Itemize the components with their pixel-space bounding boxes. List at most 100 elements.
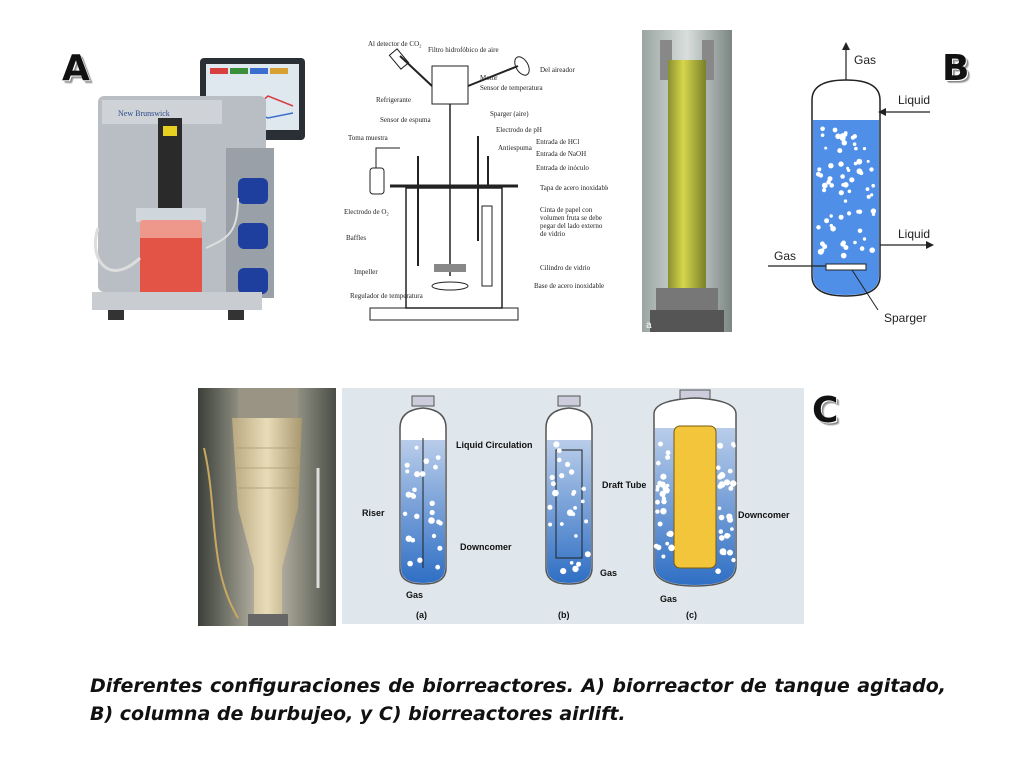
bubble	[730, 527, 734, 531]
bubble	[829, 183, 834, 188]
bubble	[655, 487, 660, 492]
bubble	[407, 560, 413, 567]
bubble-column-photo: a	[642, 30, 732, 332]
bubble	[655, 509, 660, 514]
bubble	[871, 212, 876, 216]
label-temp-regulator: Regulador de temperatura	[350, 292, 424, 300]
label-motor: Motor	[480, 74, 498, 82]
bubble	[412, 487, 417, 493]
bubble	[827, 176, 833, 182]
label-co2: Al detector de CO₂	[368, 40, 422, 48]
liquid-out-label: Liquid	[898, 227, 930, 241]
bubble	[665, 450, 671, 456]
bubble	[847, 189, 852, 194]
bubble	[839, 133, 846, 140]
bubble	[818, 173, 824, 178]
bubble	[715, 568, 721, 574]
airlift-gas-c: Gas	[660, 594, 677, 604]
bubble	[665, 454, 671, 460]
bubble	[840, 252, 847, 259]
bubble	[559, 473, 565, 479]
bubble	[660, 473, 667, 480]
bubble	[870, 193, 874, 197]
airlift-label-a: (a)	[416, 610, 427, 620]
airlift-liquid-circulation: Liquid Circulation	[456, 440, 533, 450]
bubble	[849, 177, 855, 183]
bubble	[871, 183, 875, 188]
bubble	[438, 520, 443, 526]
bubble	[717, 506, 722, 511]
bubble	[856, 209, 860, 214]
label-hcl: Entrada de HCl	[536, 138, 580, 146]
bubble	[423, 458, 430, 464]
bubble	[550, 481, 556, 487]
bubble	[660, 508, 667, 515]
bubble	[869, 167, 874, 172]
bubble	[843, 245, 849, 250]
airlift-c: Downcomer Gas (c)	[653, 389, 790, 620]
bubble	[437, 545, 443, 551]
airlift-diagrams: Liquid Circulation Riser Downcomer Gas (…	[342, 388, 804, 624]
bubble	[405, 535, 412, 542]
label-coolant: Refrigerante	[376, 96, 411, 104]
bubble	[852, 142, 857, 146]
label-sparger: Sparger (aire)	[490, 110, 529, 118]
bubble	[655, 484, 660, 489]
bubble	[556, 448, 562, 453]
bubble	[568, 469, 575, 475]
airlift-gas-a: Gas	[406, 590, 423, 600]
bubble	[584, 551, 591, 558]
bubble	[838, 161, 844, 167]
bubble	[661, 498, 667, 505]
bubble	[565, 461, 571, 467]
bubble	[830, 225, 836, 232]
bubble	[856, 168, 863, 175]
bubble	[553, 441, 560, 448]
figure-caption: Diferentes configuraciones de biorreacto…	[90, 675, 946, 725]
bubble	[658, 441, 663, 447]
bubble	[657, 521, 663, 527]
airlift-downcomer-a: Downcomer	[460, 542, 512, 552]
schematic-labels: Al detector de CO₂ Filtro hidrofóbico de…	[344, 40, 608, 300]
label-glass: Cilindro de vidrio	[540, 264, 591, 272]
bubble	[859, 246, 865, 251]
photo-label-a: a	[646, 320, 652, 331]
bubble	[548, 522, 553, 527]
bubble	[829, 214, 833, 218]
bubble	[419, 471, 426, 477]
bubble	[717, 474, 723, 480]
bubble	[429, 509, 435, 516]
bubble	[576, 561, 582, 567]
bubble	[402, 511, 408, 516]
airlift-photo	[198, 388, 336, 626]
bubble	[552, 489, 559, 497]
bubble	[820, 126, 825, 132]
panel-label-c: C	[812, 390, 839, 431]
bubble	[405, 469, 410, 474]
panel-label-a: A	[62, 48, 90, 89]
bubble	[726, 533, 731, 538]
bubble	[817, 167, 822, 172]
label-sample: Toma muestra	[348, 134, 389, 142]
panel-label-b: B	[942, 48, 970, 89]
bubble	[547, 504, 553, 510]
bubble	[571, 489, 577, 495]
bubble	[828, 163, 834, 169]
bubble	[719, 535, 725, 541]
bubble	[728, 486, 734, 491]
bubble	[717, 442, 724, 449]
bubble	[824, 146, 828, 150]
bubble	[661, 554, 666, 559]
bubble	[431, 533, 437, 539]
bubble	[659, 490, 666, 497]
bubble	[841, 140, 847, 146]
label-o2: Electrodo de O₂	[344, 208, 389, 216]
bubble-column-diagram: Gas Liquid Liquid Gas Sparger	[768, 42, 934, 325]
bubble	[821, 182, 828, 189]
bubble	[824, 218, 830, 224]
label-lid: Tapa de acero inoxidable	[540, 184, 608, 192]
bubble	[414, 513, 420, 519]
bubble	[716, 465, 721, 470]
bubble	[820, 248, 825, 253]
bubble	[822, 188, 827, 193]
